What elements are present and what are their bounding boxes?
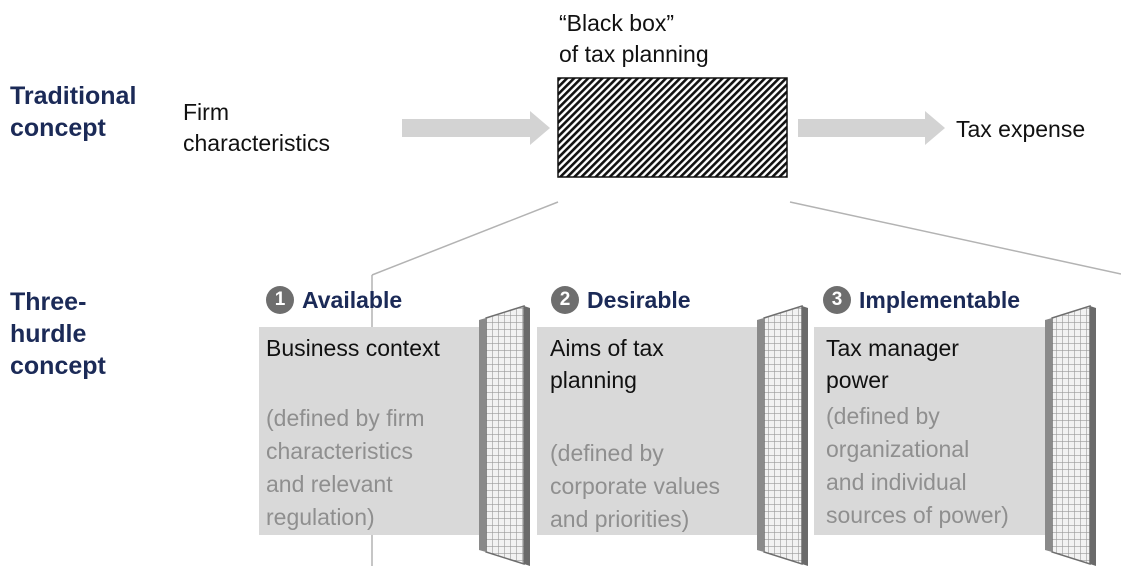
hurdle-box-3: [814, 327, 1054, 535]
firm-characteristics-label: Firm characteristics: [183, 99, 330, 156]
zoom-line-left: [371, 201, 559, 276]
hurdle-description-3: (defined by organizational and individua…: [826, 403, 1009, 528]
hurdle-title-1: Business context: [266, 335, 440, 361]
hurdle-description-2: (defined by corporate values and priorit…: [550, 440, 721, 532]
three-hurdle-concept-label: Three- hurdle concept: [10, 288, 106, 380]
black-box: [557, 77, 788, 178]
hurdle-title-3: Tax manager power: [826, 335, 959, 393]
hurdle-heading-text: Available: [302, 286, 403, 313]
fence-2: [757, 304, 808, 566]
arrow-output: [798, 111, 945, 145]
hurdle-title-2: Aims of tax planning: [550, 335, 664, 393]
hurdle-box-2: [537, 327, 769, 535]
black-box-label: “Black box” of tax planning: [559, 10, 709, 67]
hurdle-heading-text: Desirable: [587, 286, 691, 313]
fence-3: [1045, 304, 1096, 566]
zoom-line-right: [789, 201, 1121, 275]
hurdle-heading-2: 2 Desirable: [551, 286, 691, 314]
arrow-input: [402, 111, 550, 145]
hurdle-box-1: [259, 327, 491, 535]
fence-1: [479, 304, 530, 566]
traditional-concept-label: Traditional concept: [10, 82, 137, 142]
number-badge-2: 2: [551, 286, 579, 314]
tax-expense-label: Tax expense: [956, 116, 1086, 142]
hurdle-heading-1: 1 Available: [266, 286, 402, 314]
number-badge-3: 3: [823, 286, 851, 314]
hurdle-description-1: (defined by firm characteristics and rel…: [266, 405, 425, 530]
hurdle-heading-text: Implementable: [859, 286, 1021, 313]
hurdle-heading-3: 3 Implementable: [823, 286, 1020, 314]
number-badge-1: 1: [266, 286, 294, 314]
